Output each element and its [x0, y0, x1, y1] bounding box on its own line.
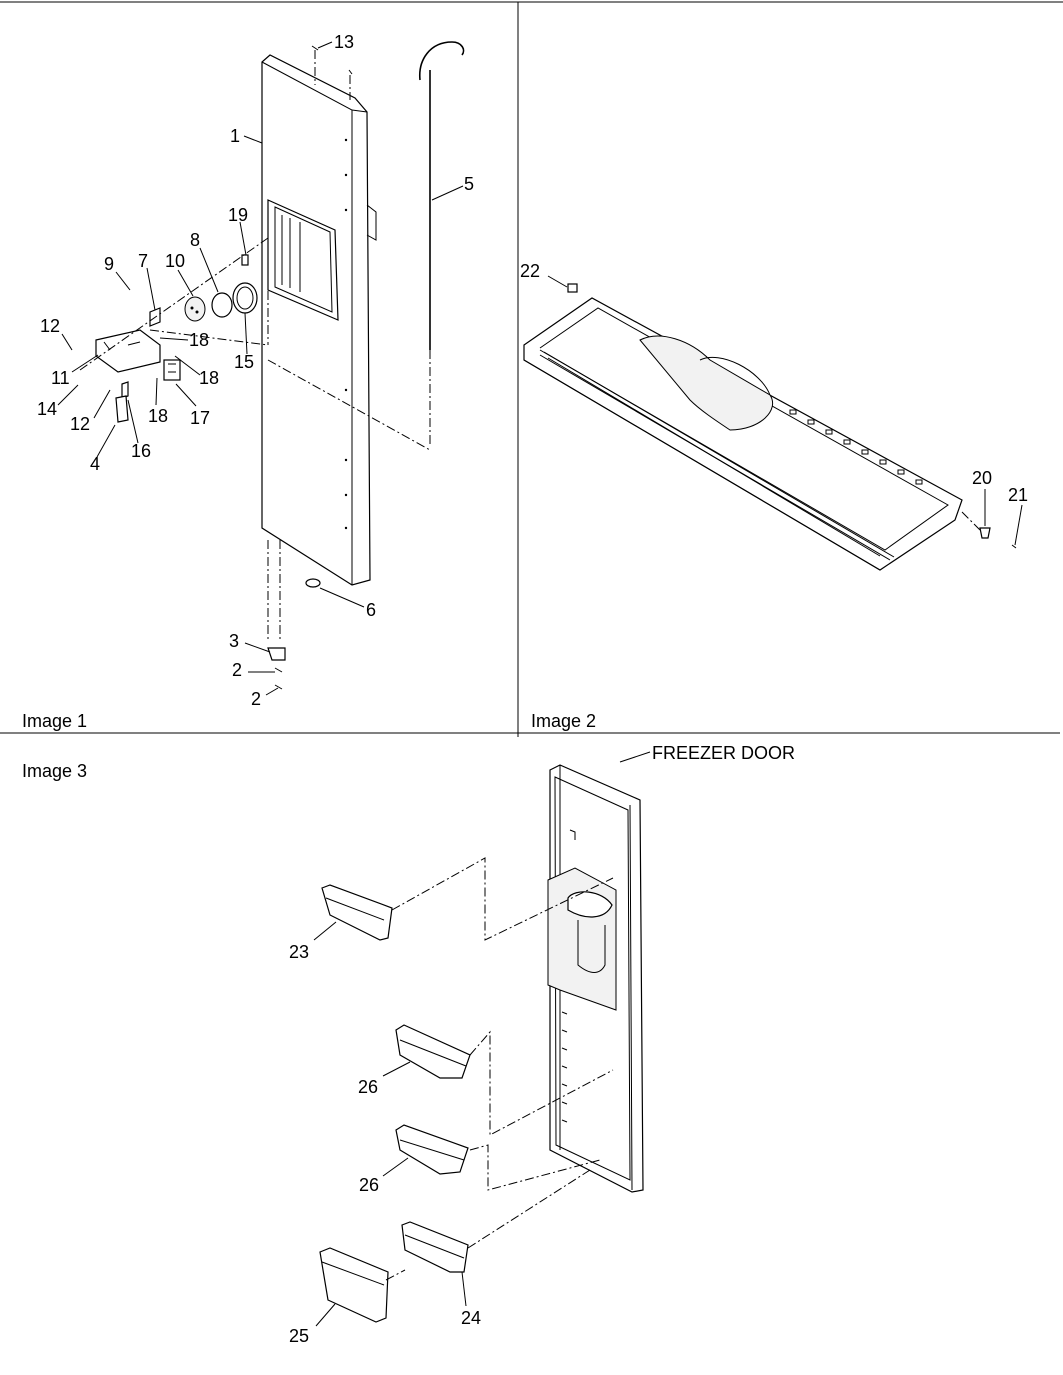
screw-holes: [344, 138, 348, 530]
callout-4: 4: [90, 454, 100, 474]
callout-14: 14: [37, 399, 57, 419]
callout-13: 13: [334, 32, 354, 52]
callout-21: 21: [1008, 485, 1028, 505]
callout-7: 7: [138, 251, 148, 271]
callout-10: 10: [165, 251, 185, 271]
shelf-frame: [523, 297, 963, 571]
callout-11: 11: [51, 368, 70, 388]
bin-26-lower: [395, 1124, 469, 1175]
callout-26-lower: 26: [359, 1175, 379, 1195]
bottom-hinge-parts: [267, 540, 321, 690]
callout-22: 22: [520, 261, 540, 281]
image1-caption: Image 1: [22, 711, 87, 731]
door-rail-slots: [561, 1011, 568, 1123]
callout-17: 17: [190, 408, 210, 428]
bin-26-upper: [395, 1024, 471, 1079]
water-tube: [419, 41, 465, 350]
image1-leaders: [57, 41, 464, 696]
callout-18-middle: 18: [199, 368, 219, 388]
image3-panel: Image 3 FREEZER DOOR: [22, 743, 795, 1346]
callout-18-upper: 18: [189, 330, 209, 350]
panel-frame: [0, 1, 1063, 737]
image2-panel: 22 20 21 Image 2: [520, 261, 1028, 731]
callout-1: 1: [230, 126, 240, 146]
freezer-door: [547, 764, 644, 1193]
callout-15: 15: [234, 352, 254, 372]
callout-20: 20: [972, 468, 992, 488]
callout-9: 9: [104, 254, 114, 274]
callout-5: 5: [464, 174, 474, 194]
callout-24: 24: [461, 1308, 481, 1328]
freezer-door-label: FREEZER DOOR: [652, 743, 795, 763]
callout-8: 8: [190, 230, 200, 250]
callout-12-lower: 12: [70, 414, 90, 434]
callout-6: 6: [366, 600, 376, 620]
door-panel: [261, 54, 377, 586]
bin-24: [401, 1221, 469, 1273]
callout-19: 19: [228, 205, 248, 225]
callout-18-lower: 18: [148, 406, 168, 426]
dispenser-switch-assembly: [79, 237, 431, 451]
callout-2-upper: 2: [232, 660, 242, 680]
callout-23: 23: [289, 942, 309, 962]
vent-holes: [789, 409, 923, 485]
image1-panel: 13 1 5 19 8 10 9 7 12 18 11 18 15 14 12 …: [22, 32, 474, 731]
callout-16: 16: [131, 441, 151, 461]
top-screws: [311, 45, 353, 100]
image2-caption: Image 2: [531, 711, 596, 731]
callout-3: 3: [229, 631, 239, 651]
callout-12-upper: 12: [40, 316, 60, 336]
callout-25: 25: [289, 1326, 309, 1346]
bin-25: [319, 1247, 389, 1323]
image3-leaders: [313, 921, 467, 1327]
image3-caption: Image 3: [22, 761, 87, 781]
callout-2-lower: 2: [251, 689, 261, 709]
callout-26-upper: 26: [358, 1077, 378, 1097]
bin-23: [321, 884, 393, 941]
image3-dash-lines: [385, 857, 614, 1281]
